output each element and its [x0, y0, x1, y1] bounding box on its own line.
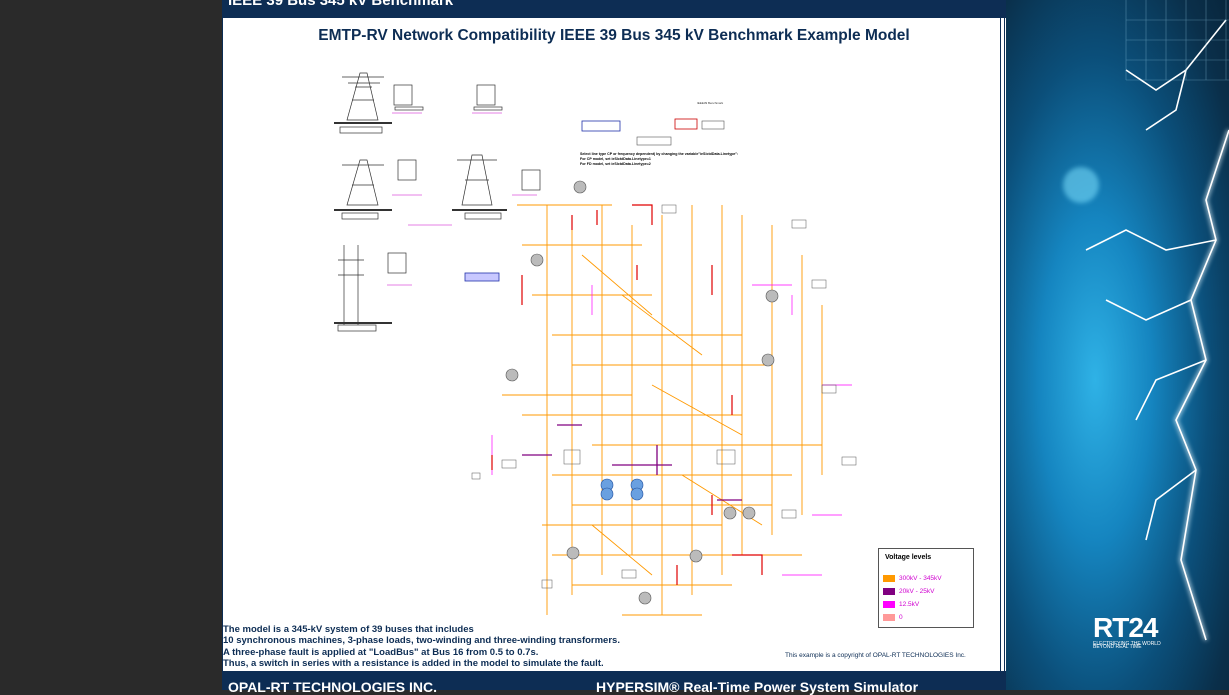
- right-border-outer: [1004, 18, 1005, 671]
- description-line-4: Thus, a switch in series with a resistan…: [223, 657, 604, 669]
- legend-item-2: 20kV - 25kV: [883, 587, 934, 595]
- tower-diagram-2: [473, 84, 503, 111]
- legend-item-3: 12.5kV: [883, 600, 919, 608]
- tower-diagram-5: [334, 245, 407, 332]
- slide-title: EMTP-RV Network Compatibility IEEE 39 Bu…: [318, 27, 910, 44]
- lv-network-lines: [491, 284, 852, 576]
- linetype-note-1: Select line type CP or frequency depende…: [580, 152, 738, 156]
- legend-swatch-3: [883, 600, 895, 608]
- left-border: [222, 18, 223, 671]
- rt24-logo: RT24 ELECTRIFYING THE WORLD BEYOND REAL …: [1093, 612, 1161, 650]
- legend-label-1: 300kV - 345kV: [899, 574, 942, 582]
- description-line-2: 10 synchronous machines, 3-phase loads, …: [223, 635, 620, 647]
- slide-top-bar: IEEE 39 Bus 345 kV Benchmark: [222, 0, 1006, 18]
- legend-item-4: 0: [883, 613, 903, 621]
- right-border: [1000, 18, 1001, 671]
- legend-title: Voltage levels: [885, 554, 932, 561]
- component-boxes: [471, 204, 857, 589]
- tower-diagram-4: [452, 154, 541, 220]
- logo-text: RT24: [1093, 612, 1158, 643]
- slide-footer: OPAL-RT TECHNOLOGIES INC. HYPERSIM® Real…: [222, 671, 1006, 695]
- description-line-3: A three-phase fault is applied at "LoadB…: [223, 646, 539, 658]
- options-block[interactable]: [701, 120, 725, 130]
- voltage-legend: Voltage levels 300kV - 345kV 20kV - 25kV…: [878, 548, 974, 628]
- left-background: [0, 0, 222, 690]
- linetype-note-3: For FD model, set ieSlctdData.Linetype=2: [580, 162, 651, 166]
- model-description: The model is a 345-kV system of 39 buses…: [223, 624, 620, 669]
- legend-swatch-1: [883, 574, 895, 582]
- linetype-note-2: For CP model, set ieSlctdData.Linetype=1: [580, 157, 651, 161]
- fault-red-lines: [491, 204, 763, 585]
- synchronous-machines: [505, 180, 779, 605]
- right-background-lightning: [1006, 0, 1229, 690]
- scope-block[interactable]: [464, 272, 500, 282]
- hv-network-lines: [502, 204, 823, 616]
- footer-company: OPAL-RT TECHNOLOGIES INC.: [228, 679, 437, 695]
- legend-item-1: 300kV - 345kV: [883, 574, 942, 582]
- tower-connections: [387, 112, 537, 286]
- legend-swatch-2: [883, 587, 895, 595]
- description-line-1: The model is a 345-kV system of 39 buses…: [223, 624, 474, 635]
- legend-label-4: 0: [899, 613, 903, 621]
- presentation-slide: IEEE 39 Bus 345 kV Benchmark EMTP-RV Net…: [222, 0, 1006, 695]
- legend-label-3: 12.5kV: [899, 600, 920, 608]
- legend-swatch-4: [883, 613, 895, 621]
- logo-tagline-2: BEYOND REAL TIME: [1093, 644, 1142, 650]
- transformer-icons: [600, 478, 644, 501]
- network-diagram: IEEE39 Benchmark Select line type CP or …: [334, 72, 857, 616]
- footer-product: HYPERSIM® Real-Time Power System Simulat…: [596, 679, 919, 695]
- tower-diagram-1: [334, 72, 424, 134]
- change-scenario-block[interactable]: [581, 120, 621, 132]
- parameter-block[interactable]: [636, 136, 672, 146]
- load-flow-block[interactable]: [674, 118, 698, 130]
- slide-top-title: IEEE 39 Bus 345 kV Benchmark: [228, 0, 454, 9]
- legend-label-2: 20kV - 25kV: [899, 587, 935, 595]
- tower-diagram-3: [334, 159, 417, 220]
- copyright-text: This example is a copyright of OPAL-RT T…: [785, 652, 966, 659]
- lightning-graphic: [1063, 0, 1229, 641]
- benchmark-label: IEEE39 Benchmark: [697, 101, 724, 105]
- logo-tagline-1: ELECTRIFYING THE WORLD: [1093, 641, 1161, 647]
